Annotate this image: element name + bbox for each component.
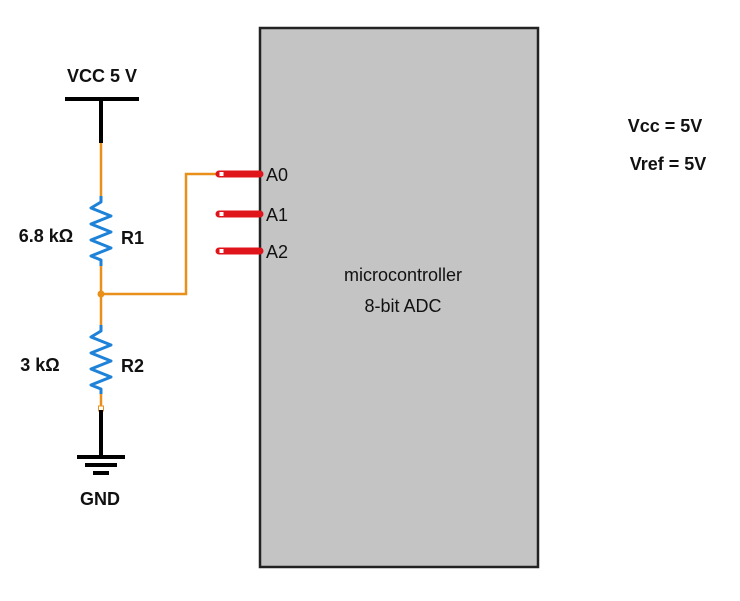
pin-a0: A0 — [215, 165, 288, 185]
wires — [99, 143, 224, 410]
r1-name-label: R1 — [121, 228, 144, 248]
resistor-r1 — [89, 196, 113, 266]
vcc-label: VCC 5 V — [67, 66, 137, 86]
adc-label: 8-bit ADC — [364, 296, 441, 316]
resistor-r2 — [89, 325, 113, 394]
vref-note: Vref = 5V — [630, 154, 707, 174]
ground-symbol-icon — [77, 455, 125, 475]
gnd-label: GND — [80, 489, 120, 509]
pin-a1-label: A1 — [266, 205, 288, 225]
pin-a2: A2 — [215, 242, 288, 262]
r1-value-label: 6.8 kΩ — [19, 226, 73, 246]
microcontroller-label: microcontroller — [344, 265, 462, 285]
microcontroller-body — [258, 26, 540, 569]
wire-node-a0 — [101, 172, 224, 296]
pin-a0-label: A0 — [266, 165, 288, 185]
r2-value-label: 3 kΩ — [20, 355, 59, 375]
pin-a1: A1 — [215, 205, 288, 225]
pin-a2-label: A2 — [266, 242, 288, 262]
junction-dot — [97, 290, 105, 298]
vcc-note: Vcc = 5V — [628, 116, 703, 136]
r2-name-label: R2 — [121, 356, 144, 376]
